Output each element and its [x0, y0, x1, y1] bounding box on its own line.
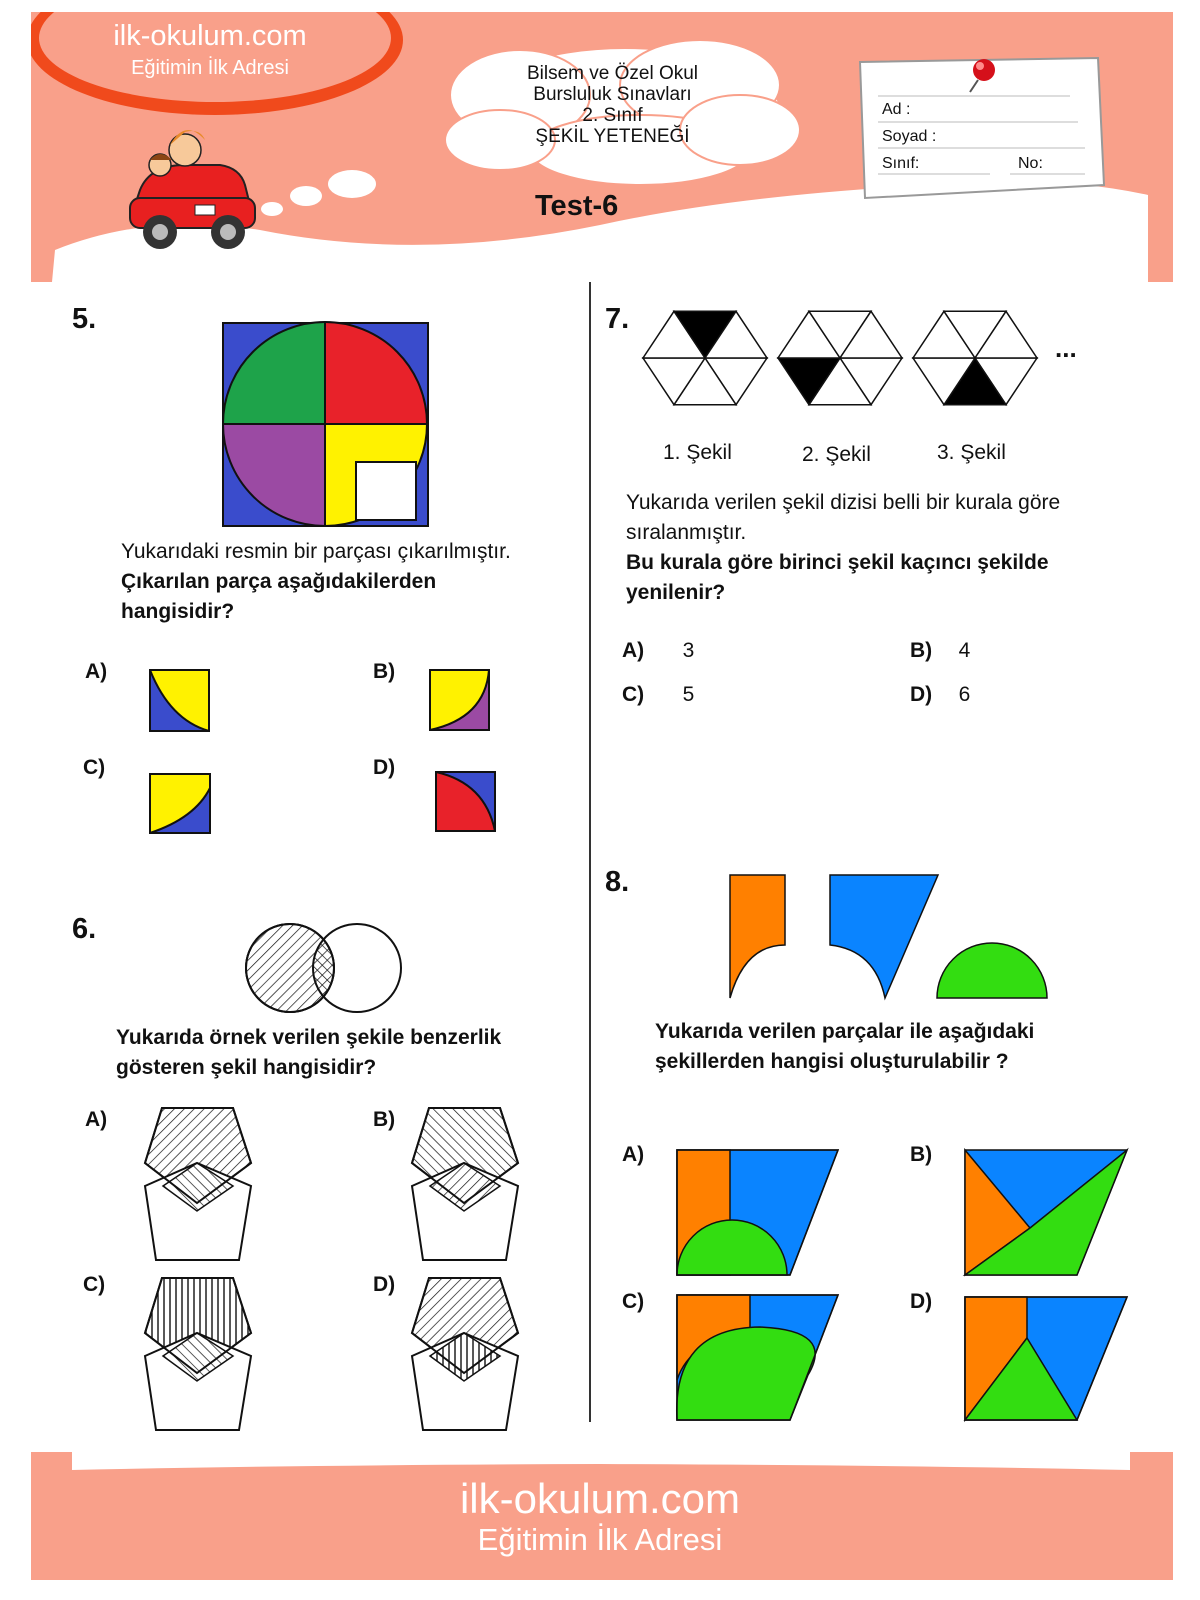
- q5-option-c-figure: [149, 773, 211, 834]
- q7-hex-triangle: [942, 310, 1008, 360]
- option-label: D): [910, 683, 933, 706]
- q6-option-b-figure: [410, 1107, 520, 1261]
- q5-option-a-figure: [149, 669, 210, 732]
- cloud-line: Bilsem ve Özel Okul: [526, 63, 699, 84]
- cloud-line: Bursluluk Sınavları: [533, 84, 692, 105]
- q5-main-picture: [222, 321, 429, 527]
- q8-piece-blue: [829, 874, 940, 1001]
- q7-hexagon-3: [911, 309, 1039, 407]
- q7-hex-triangle: [703, 357, 769, 407]
- q7-hex-triangle: [807, 310, 873, 360]
- q7-caption-1: 1. Şekil: [663, 441, 732, 464]
- cloud-line: ŞEKİL YETENEĞİ: [535, 126, 690, 147]
- q7-hex-triangle: [911, 357, 977, 407]
- q7-hex-triangle: [838, 309, 904, 359]
- cloud-line: 2. Sınıf: [582, 105, 643, 126]
- logo-site-name[interactable]: ilk-okulum.com: [113, 20, 307, 52]
- logo-slogan: Eğitimin İlk Adresi: [131, 57, 289, 79]
- q7-text: Yukarıda verilen şekil dizisi belli bir …: [626, 488, 1096, 608]
- q5-text: Yukarıdaki resmin bir parçası çıkarılmış…: [121, 537, 581, 627]
- q7-option-d[interactable]: D) 6: [910, 683, 970, 707]
- q8-question: Yukarıda verilen parçalar ile aşağıdaki …: [655, 1020, 1035, 1073]
- q8-piece-green: [936, 942, 1048, 999]
- q8-option-d-figure: [963, 1296, 1129, 1423]
- q7-hex-triangle: [703, 309, 769, 359]
- q6-option-a[interactable]: A): [85, 1108, 108, 1131]
- footer-slogan: Eğitimin İlk Adresi: [477, 1522, 723, 1557]
- q7-hex-triangle: [641, 309, 707, 359]
- question-number: 5.: [72, 303, 97, 335]
- q5-option-b-figure: [429, 669, 490, 731]
- q7-hex-triangle: [776, 357, 842, 407]
- column-divider: [589, 282, 591, 1422]
- q7-hexagon-2: [776, 309, 904, 407]
- q6-option-c[interactable]: C): [83, 1273, 106, 1296]
- q6-option-a-figure: [143, 1107, 253, 1261]
- q8-option-b[interactable]: B): [910, 1143, 933, 1166]
- q7-option-b[interactable]: B) 4: [910, 639, 970, 663]
- option-value: 6: [958, 683, 971, 706]
- q7-hex-triangle: [973, 357, 1039, 407]
- question-number: 7.: [605, 303, 630, 335]
- form-label-sinif: Sınıf:: [882, 155, 920, 172]
- q7-option-c[interactable]: C) 5: [622, 683, 694, 707]
- q6-option-b[interactable]: B): [373, 1108, 396, 1131]
- q7-hex-triangle: [942, 356, 1008, 406]
- option-label: A): [622, 639, 645, 662]
- q7-hex-triangle: [641, 357, 707, 407]
- q8-option-a-figure: [676, 1149, 840, 1276]
- option-value: 4: [958, 639, 971, 662]
- q5-option-c[interactable]: C): [83, 756, 106, 779]
- q7-hexagon-1: [641, 309, 769, 407]
- name-form-card: [858, 56, 1106, 200]
- form-label-soyad: Soyad :: [882, 128, 937, 145]
- q7-hex-triangle: [672, 356, 738, 406]
- q6-option-d-figure: [410, 1277, 520, 1431]
- test-title: Test-6: [535, 190, 619, 222]
- q6-option-d[interactable]: D): [373, 1273, 396, 1296]
- question-number: 6.: [72, 913, 97, 945]
- q6-example-venn: [245, 923, 402, 1013]
- q7-hex-triangle: [911, 309, 977, 359]
- form-label-ad: Ad :: [882, 101, 911, 118]
- q7-hex-triangle: [973, 309, 1039, 359]
- q7-ellipsis: ...: [1055, 333, 1077, 363]
- q8-option-b-figure: [962, 1147, 1129, 1277]
- question-number: 8.: [605, 866, 630, 898]
- q8-option-c-figure: [676, 1294, 840, 1421]
- option-value: 5: [682, 683, 695, 706]
- q7-caption-2: 2. Şekil: [802, 443, 871, 466]
- q7-question: Bu kurala göre birinci şekil kaçıncı şek…: [626, 551, 1049, 604]
- q7-statement: Yukarıda verilen şekil dizisi belli bir …: [626, 491, 1061, 544]
- q7-option-a[interactable]: A) 3: [622, 639, 694, 663]
- q8-piece-orange: [729, 874, 786, 999]
- q5-option-d-figure: [435, 771, 496, 832]
- q6-question: Yukarıda örnek verilen şekile benzerlik …: [116, 1026, 502, 1079]
- q5-option-a[interactable]: A): [85, 660, 108, 683]
- q5-option-d[interactable]: D): [373, 756, 396, 779]
- q7-hex-triangle: [838, 357, 904, 407]
- q5-option-b[interactable]: B): [373, 660, 396, 683]
- cloud-title: Bilsem ve Özel Okul Bursluluk Sınavları …: [480, 63, 745, 147]
- q5-statement: Yukarıdaki resmin bir parçası çıkarılmış…: [121, 540, 511, 563]
- q8-option-a[interactable]: A): [622, 1143, 645, 1166]
- car-cartoon-icon: [129, 130, 256, 249]
- q5-question: Çıkarılan parça aşağıdakilerden hangisid…: [121, 570, 437, 623]
- option-value: 3: [682, 639, 695, 662]
- q8-option-d[interactable]: D): [910, 1290, 933, 1313]
- thought-cloud: [444, 39, 801, 186]
- q7-hex-triangle: [776, 309, 842, 359]
- option-label: B): [910, 639, 933, 662]
- q6-option-c-figure: [143, 1277, 253, 1431]
- footer-site-name[interactable]: ilk-okulum.com: [459, 1475, 741, 1522]
- q8-option-c[interactable]: C): [622, 1290, 645, 1313]
- q7-hex-triangle: [672, 310, 738, 360]
- header-graphics: [31, 12, 1173, 282]
- q7-caption-3: 3. Şekil: [937, 441, 1006, 464]
- q7-hex-triangle: [807, 356, 873, 406]
- form-label-no: No:: [1018, 155, 1043, 172]
- option-label: C): [622, 683, 645, 706]
